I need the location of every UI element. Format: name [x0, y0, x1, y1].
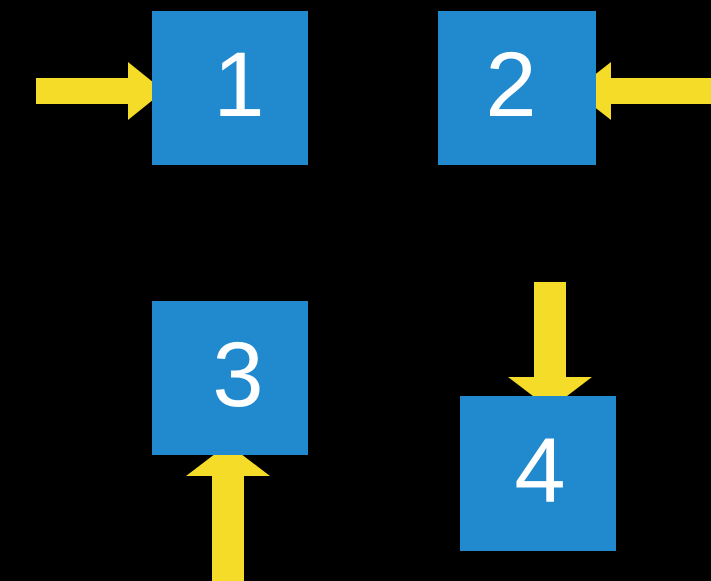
arrow-down-icon [508, 282, 592, 409]
node-box-4[interactable]: 4 [460, 396, 616, 551]
arrow-left-icon [574, 62, 711, 120]
node-box-1[interactable]: 1 [152, 11, 308, 165]
node-box-3[interactable]: 3 [152, 301, 308, 455]
node-box-4-label: 4 [514, 419, 566, 522]
node-box-3-label: 3 [212, 324, 264, 426]
arrow-up-icon [186, 444, 270, 581]
arrow-right-icon [36, 62, 164, 120]
node-box-2[interactable]: 2 [438, 11, 596, 165]
node-box-2-label: 2 [485, 34, 537, 136]
node-box-1-label: 1 [213, 34, 265, 136]
